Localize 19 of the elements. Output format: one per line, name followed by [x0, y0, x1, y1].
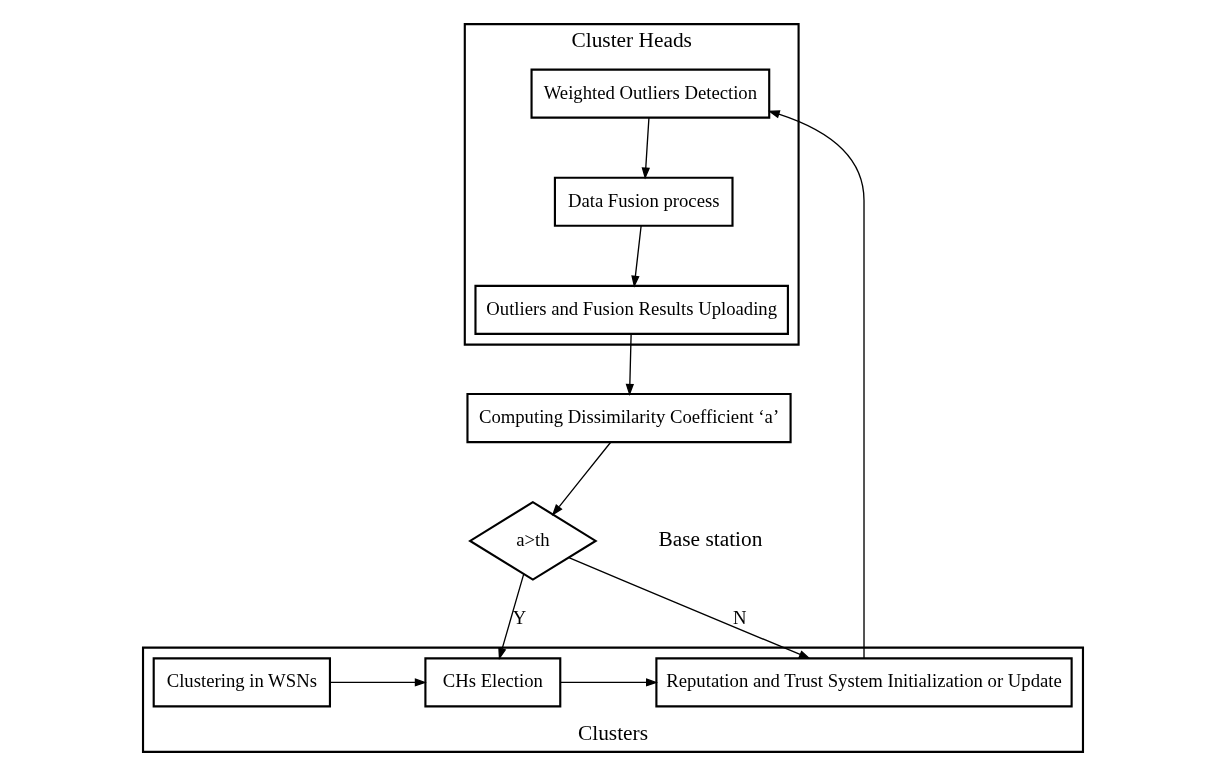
node-box: Computing Dissimilarity Coefficient ‘a’ — [465, 392, 792, 444]
node-box: Weighted Outliers Detection — [529, 68, 770, 119]
node-box: Reputation and Trust System Initialization or Update — [654, 657, 1073, 708]
arrow — [625, 333, 634, 396]
arrow — [497, 573, 524, 660]
edge-label: N — [732, 606, 747, 628]
arrow — [567, 556, 811, 659]
arrow — [767, 110, 865, 659]
node-box: Data Fusion process — [553, 176, 734, 227]
label: Base station — [658, 526, 762, 551]
arrow — [551, 441, 611, 516]
node-box: Outliers and Fusion Results Uploading — [473, 284, 789, 335]
edge-label: Y — [512, 606, 526, 628]
arrow — [328, 678, 427, 687]
arrow — [641, 117, 650, 180]
node-box: CHs Election — [423, 657, 561, 708]
arrow — [630, 225, 642, 288]
node-box: Clustering in WSNs — [152, 657, 331, 708]
arrow — [559, 678, 658, 687]
